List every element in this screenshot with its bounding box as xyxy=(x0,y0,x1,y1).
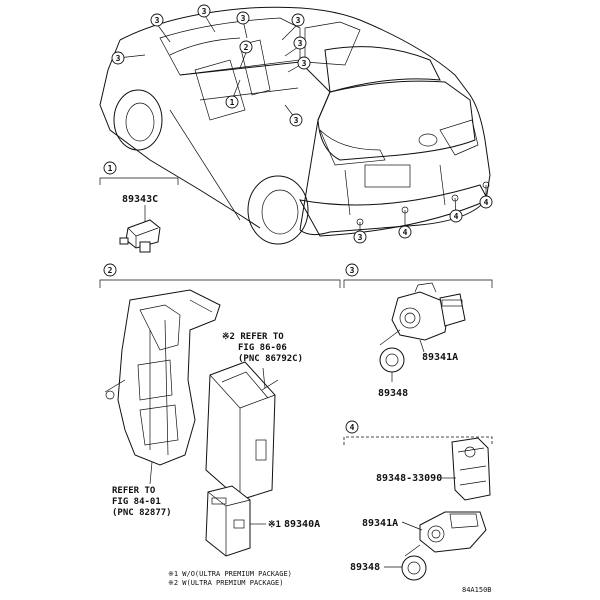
svg-text:3: 3 xyxy=(294,116,299,125)
connector-89348-33090-illustration xyxy=(451,437,491,501)
section-3: 3 89341A 89348 xyxy=(343,263,493,399)
callout-marker: 3 xyxy=(111,51,125,65)
footnotes: ※1 W/O(ULTRA PREMIUM PACKAGE) ※2 W(ULTRA… xyxy=(168,570,292,587)
svg-text:1: 1 xyxy=(230,98,235,107)
svg-text:3: 3 xyxy=(358,233,363,242)
svg-text:3: 3 xyxy=(116,54,121,63)
section-4: 4 89348-33090 89341A 89348 xyxy=(343,420,493,581)
callout-marker: 3 xyxy=(353,230,367,244)
section-4-number: 4 xyxy=(350,423,355,432)
refer-note-left-line2: FIG 84-01 xyxy=(112,497,161,507)
vehicle-illustration xyxy=(99,6,491,245)
callout-marker: 3 xyxy=(150,13,164,27)
svg-text:3: 3 xyxy=(302,59,307,68)
callout-markers: 3 3 3 3 3 2 3 3 1 3 3 4 4 4 xyxy=(111,4,493,244)
section-2: 2 ※2 REFER TO FIG 86-06 (PNC 86792 xyxy=(99,263,341,557)
refer-note-top-line1: ※2 REFER TO xyxy=(222,332,284,342)
callout-marker: 4 xyxy=(449,209,463,223)
callout-marker: 3 xyxy=(293,36,307,50)
callout-marker: 4 xyxy=(398,225,412,239)
svg-text:4: 4 xyxy=(484,198,489,207)
svg-text:3: 3 xyxy=(202,7,207,16)
svg-text:3: 3 xyxy=(241,14,246,23)
part-89341A-sec4: 89341A xyxy=(362,518,398,529)
part-89343C: 89343C xyxy=(122,194,158,205)
callout-marker: 3 xyxy=(197,4,211,18)
svg-text:2: 2 xyxy=(244,43,249,52)
sensor-89341A-illustration xyxy=(391,282,466,341)
part-89341A-sec3: 89341A xyxy=(422,352,458,363)
section-1-number: 1 xyxy=(108,164,113,173)
bracket-illustration xyxy=(104,289,221,466)
bezel-89348-sec4-illustration xyxy=(401,544,427,581)
refer-note-left-line3: (PNC 82877) xyxy=(112,508,172,518)
part-89348-sec4: 89348 xyxy=(350,562,380,573)
callout-marker: 3 xyxy=(236,11,250,25)
footnote-1: ※1 W/O(ULTRA PREMIUM PACKAGE) xyxy=(168,570,292,578)
svg-text:3: 3 xyxy=(155,16,160,25)
callout-marker: 3 xyxy=(289,113,303,127)
callout-marker: 1 xyxy=(225,95,239,109)
callout-marker: 2 xyxy=(239,40,253,54)
figure-code: 84A150B xyxy=(462,586,492,594)
controller-89340A-illustration xyxy=(205,485,251,557)
callout-marker: 4 xyxy=(479,195,493,209)
callout-marker: 3 xyxy=(291,13,305,27)
section-2-number: 2 xyxy=(108,266,113,275)
refer-note-left-line1: REFER TO xyxy=(112,486,156,496)
refer-note-top-line2: FIG 86-06 xyxy=(238,343,287,353)
callout-marker: 3 xyxy=(297,56,311,70)
refer-note-top-line3: (PNC 86792C) xyxy=(238,354,303,364)
svg-text:4: 4 xyxy=(403,228,408,237)
svg-text:3: 3 xyxy=(298,39,303,48)
footnote-2: ※2 W(ULTRA PREMIUM PACKAGE) xyxy=(168,579,283,587)
part-89348-33090: 89348-33090 xyxy=(376,473,442,484)
part-89340A-mark: ※1 xyxy=(268,520,281,530)
sensor-89343C-illustration xyxy=(119,219,161,253)
section-3-number: 3 xyxy=(350,266,355,275)
svg-text:4: 4 xyxy=(454,212,459,221)
ecu-module-illustration xyxy=(205,361,279,501)
sensor-89341A-sec4-illustration xyxy=(419,511,487,553)
part-89348-sec3: 89348 xyxy=(378,388,408,399)
part-89340A: 89340A xyxy=(284,519,320,530)
section-1: 1 89343C xyxy=(99,161,179,253)
svg-text:3: 3 xyxy=(296,16,301,25)
bezel-89348-illustration xyxy=(379,329,405,373)
